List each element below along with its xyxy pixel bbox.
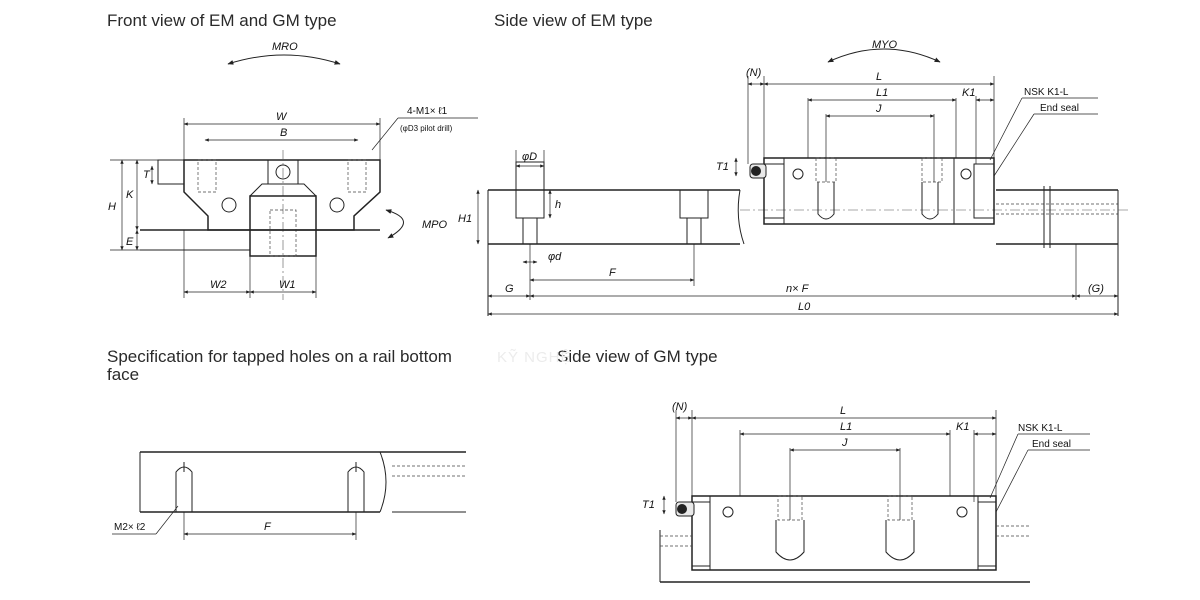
label-w: W [276, 111, 288, 123]
label-l-gm: L [840, 405, 846, 417]
label-end-seal-em: End seal [1040, 103, 1079, 114]
label-n-paren-em: (N) [746, 67, 762, 79]
label-e: E [126, 236, 134, 248]
label-m-ro: MRO [272, 41, 298, 53]
title-tapped-holes: Specification for tapped holes on a rail… [107, 347, 452, 384]
label-f: F [609, 267, 617, 279]
label-t1-gm: T1 [642, 499, 655, 511]
label-t1-em: T1 [716, 161, 729, 173]
label-h: H [108, 201, 116, 213]
title-side-view-gm: Side view of GM type [557, 347, 718, 366]
label-l0: L0 [798, 301, 811, 313]
label-j-gm: J [841, 437, 848, 449]
tapped-holes-drawing: F M2× ℓ2 [112, 451, 466, 540]
label-phi-d-small: φd [548, 251, 562, 263]
label-w1: W1 [279, 279, 296, 291]
title-side-view-em: Side view of EM type [494, 11, 653, 30]
label-g: G [505, 283, 514, 295]
label-m-po-front: MPO [422, 219, 448, 231]
label-n-times-f: n× F [786, 283, 810, 295]
label-k1-em: K1 [962, 87, 975, 99]
side-view-em-drawing: MYO φD h H1 φd F [458, 39, 1130, 316]
label-h-small: h [555, 199, 561, 211]
front-view-drawing: MRO W B 4-M1× ℓ1 (φD3 pilot drill) [108, 41, 478, 300]
label-l1-em: L1 [876, 87, 888, 99]
label-pilot-drill: (φD3 pilot drill) [400, 124, 453, 133]
label-m-yo: MYO [872, 39, 898, 51]
label-g-paren: (G) [1088, 283, 1104, 295]
label-l1-gm: L1 [840, 421, 852, 433]
label-phi-d-big: φD [522, 151, 537, 163]
watermark-text: KỸ NGHỆ [497, 349, 572, 366]
label-j-em: J [875, 103, 882, 115]
label-end-seal-gm: End seal [1032, 439, 1071, 450]
title-front-view: Front view of EM and GM type [107, 11, 337, 30]
label-l-em: L [876, 71, 882, 83]
label-n-paren-gm: (N) [672, 401, 688, 413]
side-view-gm-drawing: T1 (N) L L1 K1 J NSK K1-L End seal [642, 401, 1090, 583]
label-b: B [280, 127, 287, 139]
label-k: K [126, 189, 134, 201]
label-mounting-holes: 4-M1× ℓ1 [407, 106, 448, 117]
label-nsk-k1-em: NSK K1-L [1024, 87, 1069, 98]
label-k1-gm: K1 [956, 421, 969, 433]
label-nsk-k1-gm: NSK K1-L [1018, 423, 1063, 434]
label-h1: H1 [458, 213, 472, 225]
label-m2-l2: M2× ℓ2 [114, 522, 146, 533]
label-w2: W2 [210, 279, 227, 291]
label-t: T [143, 169, 151, 181]
label-f-tapped: F [264, 521, 272, 533]
